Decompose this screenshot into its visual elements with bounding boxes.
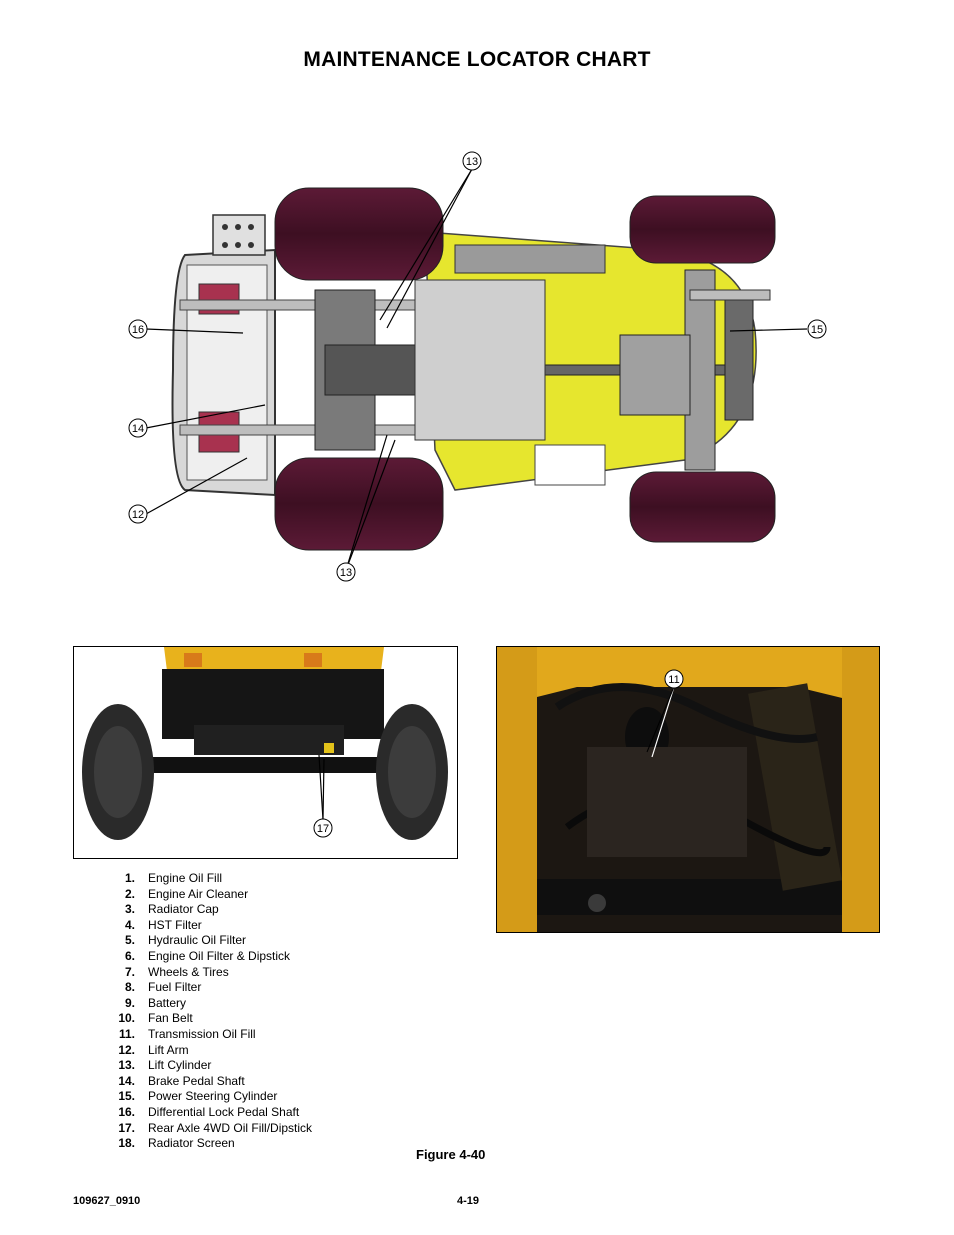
legend-item-number: 4. [124, 917, 135, 932]
underbody-diagram: 13 16 14 12 13 15 [128, 151, 827, 582]
legend-item: 15. Power Steering Cylinder [105, 1089, 425, 1105]
legend-item-label: Radiator Screen [148, 1136, 235, 1151]
tire-rear-top [274, 187, 444, 281]
legend-item-number: 11. [118, 1026, 135, 1041]
legend-item: 6. Engine Oil Filter & Dipstick [105, 949, 425, 965]
legend-item-label: Power Steering Cylinder [148, 1089, 278, 1104]
svg-text:14: 14 [132, 423, 144, 435]
legend-item-number: 18. [118, 1136, 135, 1151]
legend-item-number: 8. [124, 980, 135, 995]
svg-text:13: 13 [466, 156, 478, 168]
tire-front-top [629, 195, 776, 264]
document-number: 109627_0910 [73, 1195, 141, 1207]
legend-item-number: 7. [124, 964, 135, 979]
legend-item: 5. Hydraulic Oil Filter [105, 933, 425, 949]
callout-11: 11 [664, 669, 684, 689]
legend-item-number: 16. [118, 1104, 135, 1119]
svg-text:11: 11 [668, 674, 679, 686]
callout-12: 12 [128, 504, 148, 524]
legend-item: 12. Lift Arm [105, 1043, 425, 1059]
legend-item: 1. Engine Oil Fill [105, 871, 425, 887]
legend-item-label: Transmission Oil Fill [148, 1026, 256, 1041]
white-panel [534, 444, 606, 486]
tire-front-bottom [629, 471, 776, 543]
legend-item: 16. Differential Lock Pedal Shaft [105, 1105, 425, 1121]
legend-item: 11. Transmission Oil Fill [105, 1027, 425, 1043]
legend-item: 7. Wheels & Tires [105, 965, 425, 981]
legend-item-number: 14. [118, 1073, 135, 1088]
legend-item-label: Engine Air Cleaner [148, 886, 249, 901]
legend-item-label: Lift Cylinder [148, 1058, 212, 1073]
legend-item-label: Engine Oil Fill [148, 871, 223, 885]
hitch-plate [212, 214, 266, 256]
figure-caption: Figure 4-40 [416, 1147, 486, 1162]
legend-item-label: Wheels & Tires [148, 964, 229, 979]
legend-item-label: Radiator Cap [148, 902, 219, 917]
callout-13-bottom: 13 [336, 562, 356, 582]
legend-item-number: 5. [124, 933, 135, 948]
legend-item-number: 13. [118, 1058, 135, 1073]
legend-item: 2. Engine Air Cleaner [105, 887, 425, 903]
page-number: 4-19 [457, 1195, 480, 1207]
legend-item-number: 17. [118, 1120, 135, 1135]
legend-item-label: Differential Lock Pedal Shaft [148, 1104, 300, 1119]
legend-item-label: Battery [148, 995, 187, 1010]
legend-item: 18. Radiator Screen [105, 1136, 425, 1152]
legend-item-label: Rear Axle 4WD Oil Fill/Dipstick [148, 1120, 313, 1135]
rear-axle-photo: 17 [73, 646, 458, 859]
svg-text:12: 12 [132, 509, 144, 521]
legend-item-label: HST Filter [148, 917, 202, 932]
svg-text:16: 16 [132, 324, 144, 336]
legend-item-number: 1. [124, 871, 135, 885]
legend-item-number: 12. [118, 1042, 135, 1057]
callout-16: 16 [128, 319, 148, 339]
page-title: MAINTENANCE LOCATOR CHART [303, 48, 651, 71]
legend-item-number: 15. [118, 1089, 135, 1104]
callout-17: 17 [313, 818, 333, 838]
legend-item-label: Engine Oil Filter & Dipstick [148, 948, 291, 963]
legend-item-number: 3. [124, 902, 135, 917]
legend-item-label: Brake Pedal Shaft [148, 1073, 245, 1088]
legend-item-number: 2. [124, 886, 135, 901]
legend-item: 3. Radiator Cap [105, 902, 425, 918]
legend-item-number: 6. [124, 948, 135, 963]
callout-15: 15 [807, 319, 827, 339]
tire-rear-bottom [274, 457, 444, 551]
legend-item: 14. Brake Pedal Shaft [105, 1074, 425, 1090]
legend-list: 1. Engine Oil Fill 2. Engine Air Cleaner 3. R… [105, 871, 425, 1152]
legend-item: 8. Fuel Filter [105, 980, 425, 996]
legend-item-number: 10. [118, 1011, 135, 1026]
legend-item: 17. Rear Axle 4WD Oil Fill/Dipstick [105, 1121, 425, 1137]
legend-item-number: 9. [124, 995, 135, 1010]
legend-item: 13. Lift Cylinder [105, 1058, 425, 1074]
legend-item-label: Lift Arm [148, 1042, 189, 1057]
legend-item-label: Hydraulic Oil Filter [148, 933, 247, 948]
legend-item-label: Fan Belt [148, 1011, 193, 1026]
legend-item: 4. HST Filter [105, 918, 425, 934]
legend-item: 9. Battery [105, 996, 425, 1012]
svg-text:17: 17 [317, 823, 329, 835]
callout-14: 14 [128, 418, 148, 438]
engine-block [414, 279, 546, 441]
engine-compartment-photo: 11 [496, 646, 880, 933]
legend-item: 10. Fan Belt [105, 1011, 425, 1027]
legend-item-label: Fuel Filter [148, 980, 202, 995]
callout-13-top: 13 [462, 151, 482, 171]
svg-text:15: 15 [811, 324, 823, 336]
svg-text:13: 13 [340, 567, 352, 579]
